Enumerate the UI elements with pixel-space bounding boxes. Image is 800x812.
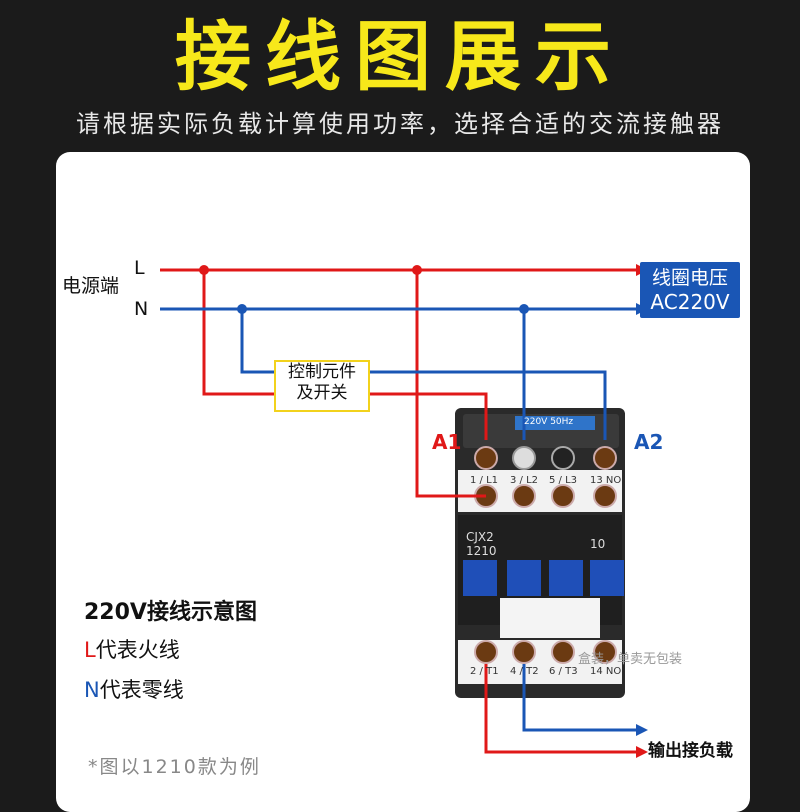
terminal-a1-label: A1 xyxy=(432,430,462,454)
legend-neutral-text: 代表零线 xyxy=(99,678,184,702)
bottom-terminal-label-3: 6 / T3 xyxy=(549,666,578,677)
aux-label: 10 xyxy=(590,537,606,551)
model-label-line2: 1210 xyxy=(466,544,497,558)
model-label-line1: CJX2 xyxy=(466,530,494,544)
control-label-line1: 控制元件 xyxy=(288,362,356,382)
top-terminal-label-2: 3 / L2 xyxy=(510,475,539,486)
power-source-label: 电源端 xyxy=(62,275,120,297)
footnote: *图以1210款为例 xyxy=(88,756,261,778)
blue-indicator-3 xyxy=(549,560,583,596)
coil-voltage-box: 线圈电压 AC220V xyxy=(640,262,740,318)
watermark-text: 盒装，单卖无包装 xyxy=(578,652,683,667)
diagram-panel xyxy=(56,152,750,812)
legend-live-text: 代表火线 xyxy=(95,638,180,662)
contactor-device xyxy=(455,408,625,698)
header-title: 接线图展示 xyxy=(175,12,625,101)
blue-indicator-2 xyxy=(507,560,541,596)
output-load-label: 输出接负载 xyxy=(648,741,733,761)
legend-live-letter: L xyxy=(84,638,96,662)
legend-live-row: L代表火线 xyxy=(84,634,180,664)
coil-voltage-value: AC220V xyxy=(650,290,730,314)
rating-plate xyxy=(515,416,595,430)
top-terminal-label-3: 5 / L3 xyxy=(549,475,578,486)
live-wires xyxy=(160,268,636,754)
top-terminal-label-1: 1 / L1 xyxy=(470,475,499,486)
legend-neutral-row: N代表零线 xyxy=(84,674,184,704)
blue-indicator-1 xyxy=(463,560,497,596)
terminal-a2-label: A2 xyxy=(634,430,664,454)
rating-text: 220V 50Hz xyxy=(524,417,574,427)
legend-neutral-letter: N xyxy=(84,678,100,702)
top-terminal-label-4: 13 NO xyxy=(590,475,622,486)
arrow-live-out xyxy=(636,746,648,758)
line-l-label: L xyxy=(134,257,145,279)
arrow-neutral-out xyxy=(636,724,648,736)
legend-title: 220V接线示意图 xyxy=(84,600,257,625)
line-n-label: N xyxy=(134,298,149,320)
header-subtitle: 请根据实际负载计算使用功率，选择合适的交流接触器 xyxy=(76,110,724,138)
bottom-terminal-label-2: 4 / T2 xyxy=(510,666,539,677)
coil-voltage-label: 线圈电压 xyxy=(651,267,728,289)
control-label-line2: 及开关 xyxy=(296,383,348,403)
control-switch-box: 控制元件 及开关 xyxy=(274,360,370,412)
bottom-terminal-label-1: 2 / T1 xyxy=(470,666,499,677)
blue-indicator-4 xyxy=(590,560,624,596)
bottom-terminal-label-4: 14 NO xyxy=(590,666,622,677)
junction-dots xyxy=(199,265,529,314)
